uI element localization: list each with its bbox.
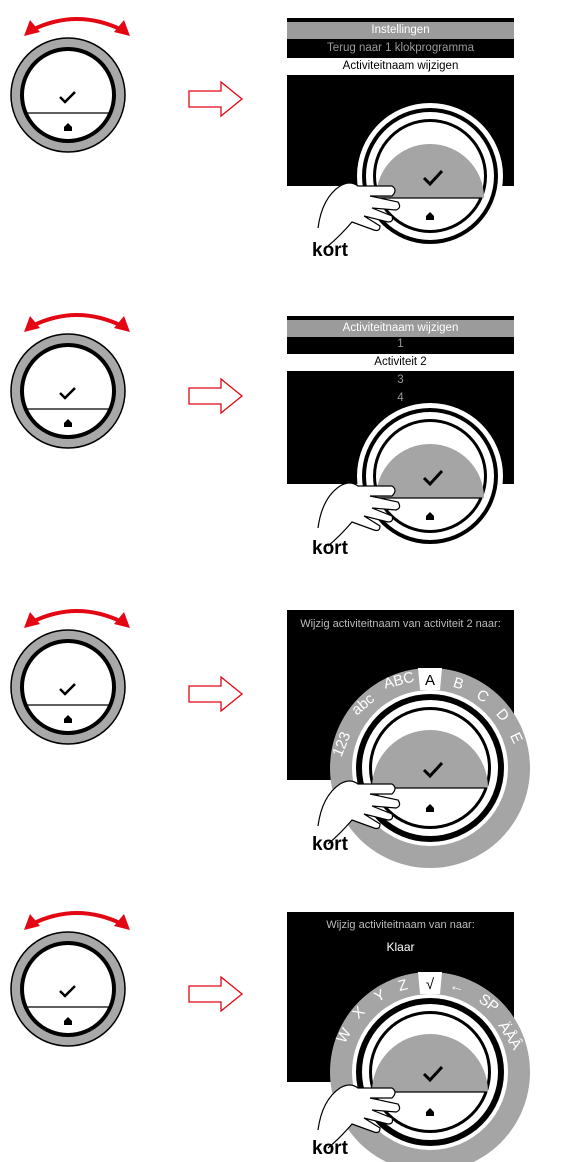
press-label: kort [312,240,348,261]
home-icon [64,715,72,723]
prompt-text: Wijzig activiteitnaam van activiteit 2 n… [300,618,501,630]
rotate-arrow-icon [24,609,130,628]
wheel-selected-slot [418,972,442,994]
wheel-char: A [425,672,435,689]
rotate-arrow-icon [24,313,130,332]
home-icon [426,1108,434,1116]
rotary-dial [10,333,126,449]
wheel-char: Z [396,976,409,995]
pointing-hand-icon [317,1084,401,1149]
rotate-arrow-icon [24,911,130,930]
rotary-dial [10,931,126,1047]
hollow-right-arrow-icon [188,675,244,713]
home-icon [64,123,72,131]
menu-item-selected[interactable]: Activiteitnaam wijzigen [287,58,514,75]
check-icon [59,91,76,104]
home-icon [426,804,434,812]
menu-item[interactable]: 4 [397,392,404,404]
pointing-hand-icon [317,482,401,547]
menu-item[interactable]: Terug naar 1 klokprogramma [326,42,474,54]
home-icon [426,512,434,520]
press-label: kort [312,538,348,559]
check-icon [59,683,76,696]
press-label: kort [312,1138,348,1159]
check-icon [59,387,76,400]
character-wheel[interactable]: √ Z Y X W ← SP ÄÅÂ [300,962,540,1162]
home-icon [426,212,434,220]
home-icon [64,1017,72,1025]
name-value: Klaar [386,940,415,954]
menu-item[interactable]: 1 [397,338,404,350]
wheel-char: ABC [382,669,416,693]
menu-item[interactable]: 3 [397,374,404,386]
rotary-dial-pressed[interactable] [300,398,520,558]
check-icon [422,169,444,187]
rotary-dial-pressed[interactable] [300,98,520,258]
hollow-right-arrow-icon [188,80,244,118]
check-icon [422,761,444,779]
character-wheel[interactable]: A ABC abc 123 B C D E [300,658,540,868]
hollow-right-arrow-icon [188,377,244,415]
home-icon [64,419,72,427]
wheel-char: B [451,674,466,693]
menu-header: Instellingen [287,22,514,39]
check-icon [422,1065,444,1083]
rotate-arrow-icon [24,17,130,36]
hollow-right-arrow-icon [188,975,244,1013]
menu-item-selected[interactable]: Activiteit 2 [287,354,514,371]
wheel-selected-slot [418,668,442,690]
rotary-dial [10,629,126,745]
menu-header: Activiteitnaam wijzigen [287,320,514,337]
pointing-hand-icon [317,780,401,845]
wheel-char: √ [426,976,435,993]
rotary-dial [10,37,126,153]
prompt-text: Wijzig activiteitnaam van naar: [326,919,475,931]
check-icon [59,985,76,998]
check-icon [422,469,444,487]
wheel-char: ← [448,977,467,997]
press-label: kort [312,834,348,855]
pointing-hand-icon [317,182,401,247]
